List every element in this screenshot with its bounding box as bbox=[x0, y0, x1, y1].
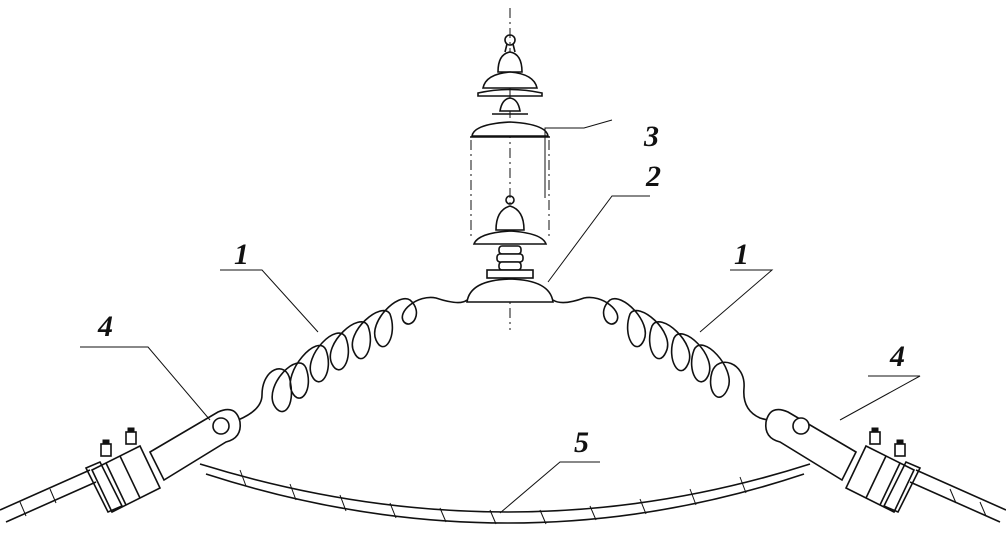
insulator-top-shed bbox=[482, 71, 538, 89]
label-saddle: 2 bbox=[645, 160, 661, 193]
insulator-lower-cap bbox=[495, 205, 525, 231]
insulator-lower-shed bbox=[472, 230, 548, 245]
insulator-lower-hook bbox=[505, 195, 515, 205]
label-spiral-right: 1 bbox=[734, 238, 749, 271]
clamp-left bbox=[84, 408, 242, 514]
clamp-right bbox=[764, 408, 922, 514]
label-spiral-left: 1 bbox=[234, 238, 249, 271]
insulator-upper-shed bbox=[471, 121, 549, 137]
label-clamp-left: 4 bbox=[97, 310, 113, 343]
cable bbox=[0, 463, 1006, 525]
cable-sag-upper bbox=[199, 463, 811, 513]
leader-lines bbox=[80, 119, 921, 514]
insulator-top-cap bbox=[497, 51, 523, 73]
spiral-lead-right bbox=[552, 296, 791, 423]
label-cable: 5 bbox=[574, 426, 589, 459]
label-insulator: 3 bbox=[643, 120, 659, 153]
insulator-hook bbox=[504, 34, 516, 46]
insulator-small-cap bbox=[499, 97, 521, 112]
spiral-lead-left bbox=[237, 296, 468, 421]
insulator-assembly bbox=[470, 34, 550, 279]
saddle bbox=[466, 278, 554, 303]
cable-sag-lower bbox=[205, 473, 805, 524]
label-clamp-right: 4 bbox=[889, 340, 905, 373]
